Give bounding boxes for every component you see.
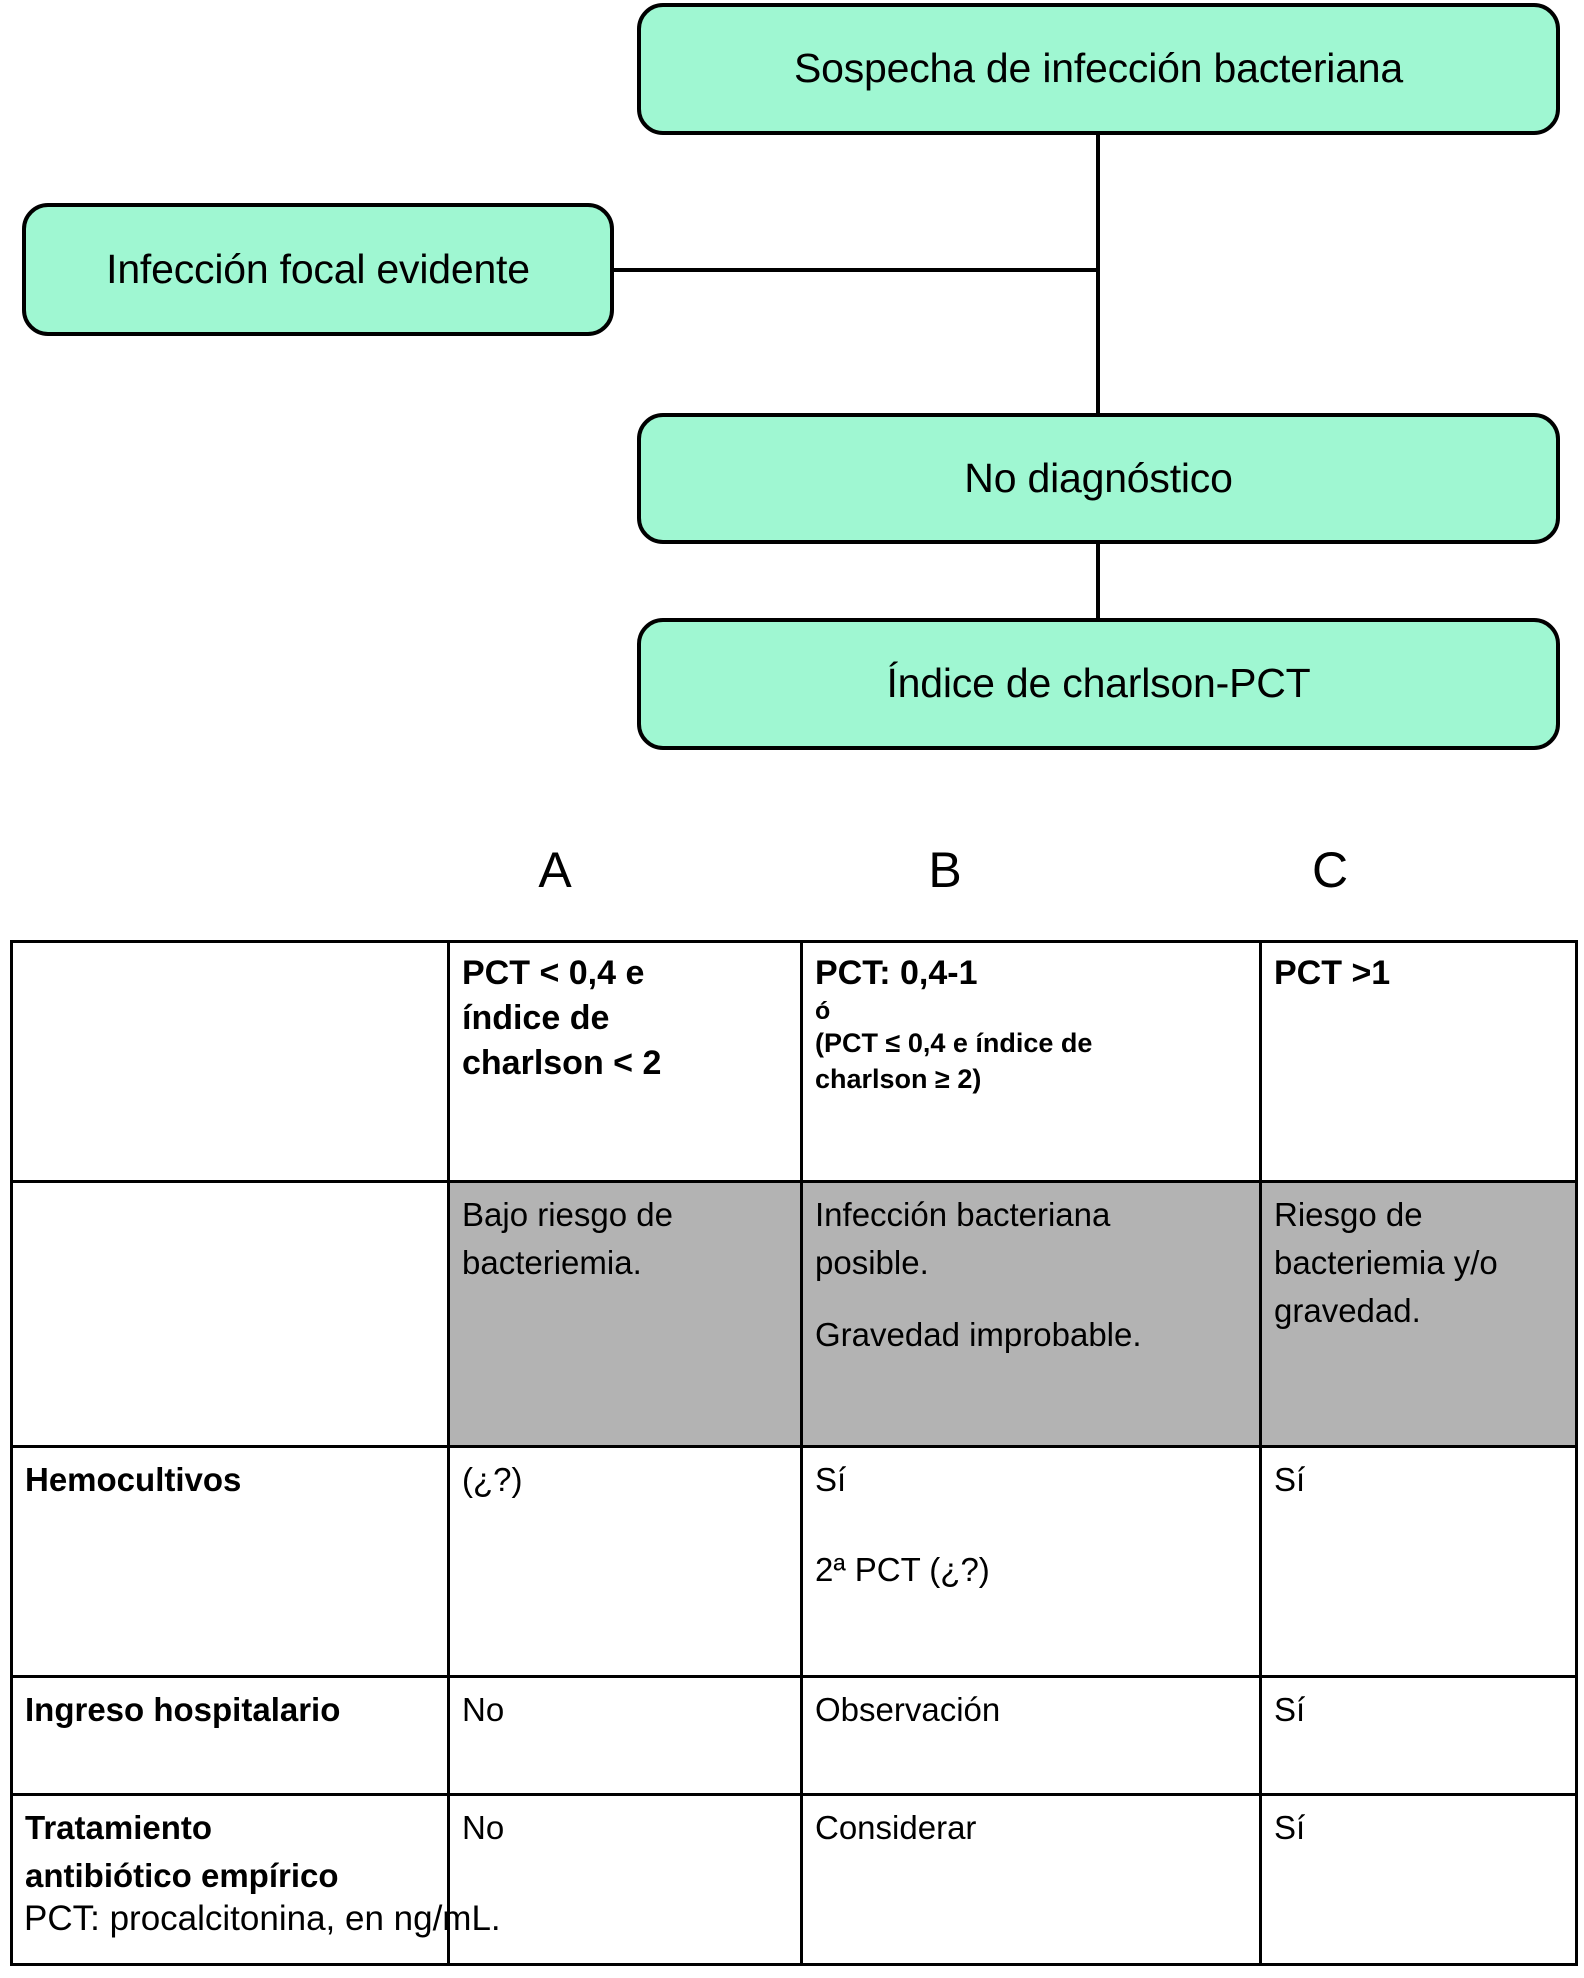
hemocultivos-value-c: Sí [1259,1445,1578,1678]
tratamiento-value-b: Considerar [800,1793,1262,1966]
row-label-ingreso-hospitalario: Ingreso hospitalario [10,1675,450,1796]
risk-c-line2: bacteriemia y/o [1274,1243,1498,1281]
row-label-hemocultivos: Hemocultivos [10,1445,450,1678]
ingreso-value-b: Observación [800,1675,1262,1796]
criteria-a-line1: PCT < 0,4 e [462,954,645,992]
table-row-criteria-header: PCT < 0,4 e índice de charlson < 2 PCT: … [10,940,1578,1183]
criteria-header-cell-b: PCT: 0,4-1 ó (PCT ≤ 0,4 e índice de char… [800,940,1262,1183]
criteria-c-line1: PCT >1 [1274,954,1391,992]
criteria-header-cell-a: PCT < 0,4 e índice de charlson < 2 [447,940,803,1183]
ingreso-value-c: Sí [1259,1675,1578,1796]
risk-row-blank-cell [10,1180,450,1448]
connector-trunk-to-infeccion-focal [612,268,1100,272]
flowchart-node-indice-charlson-pct: Índice de charlson-PCT [637,618,1560,750]
risk-b-spacer [815,1287,1249,1311]
table-row-ingreso-hospitalario: Ingreso hospitalario No Observación Sí [10,1675,1578,1796]
criteria-b-line3: (PCT ≤ 0,4 e índice de [815,1027,1093,1058]
risk-b-line2: posible. [815,1243,929,1281]
ingreso-value-a: No [447,1675,803,1796]
flowchart-node-label: Índice de charlson-PCT [886,660,1311,707]
criteria-b-line4: charlson ≥ 2) [815,1063,982,1094]
tratamiento-label-line1: Tratamiento [25,1809,213,1846]
hemocultivos-value-b: Sí 2ª PCT (¿?) [800,1445,1262,1678]
flowchart-node-infeccion-focal-evidente: Infección focal evidente [22,203,614,336]
row-label-tratamiento-antibiotico: Tratamiento antibiótico empírico [10,1793,450,1966]
risk-b-line1: Infección bacteriana [815,1196,1111,1233]
risk-c-line1: Riesgo de [1274,1196,1423,1233]
connector-nodiagnostico-to-indice [1096,543,1100,620]
tratamiento-label-line2: antibiótico empírico [25,1856,339,1894]
hemocultivos-b-line2: 2ª PCT (¿?) [815,1550,990,1588]
pct-charlson-criteria-table: PCT < 0,4 e índice de charlson < 2 PCT: … [10,940,1578,1966]
column-letter-c: C [1311,842,1349,898]
hemocultivos-b-line1: Sí [815,1461,847,1498]
flowchart-diagram: Sospecha de infección bacteriana Infecci… [0,0,1584,790]
table-row-tratamiento-antibiotico: Tratamiento antibiótico empírico No Cons… [10,1793,1578,1966]
flowchart-node-sospecha-infeccion-bacteriana: Sospecha de infección bacteriana [637,3,1560,135]
criteria-a-line3: charlson < 2 [462,1043,662,1082]
criteria-a-line2: índice de [462,998,610,1037]
tratamiento-value-c: Sí [1259,1793,1578,1966]
table-row-risk-assessment: Bajo riesgo de bacteriemia. Infección ba… [10,1180,1578,1448]
flowchart-node-label: Sospecha de infección bacteriana [793,45,1404,92]
criteria-b-line1: PCT: 0,4-1 [815,954,978,992]
criteria-b-line2: ó [815,996,831,1025]
risk-cell-b: Infección bacteriana posible. Gravedad i… [800,1180,1262,1448]
table-column-letters: A B C [0,845,1584,917]
risk-a-line2: bacteriemia. [462,1243,642,1281]
risk-c-line3: gravedad. [1274,1291,1421,1329]
table-footnote: PCT: procalcitonina, en ng/mL. [24,1899,501,1938]
risk-b-line3: Gravedad improbable. [815,1315,1142,1353]
column-letter-b: B [928,842,962,898]
column-letter-a: A [538,842,572,898]
flowchart-node-no-diagnostico: No diagnóstico [637,413,1560,544]
risk-cell-a: Bajo riesgo de bacteriemia. [447,1180,803,1448]
flowchart-node-label: No diagnóstico [964,454,1233,501]
table-row-hemocultivos: Hemocultivos (¿?) Sí 2ª PCT (¿?) Sí [10,1445,1578,1678]
hemocultivos-value-a: (¿?) [447,1445,803,1678]
connector-sospecha-to-nodiagnostico [1096,133,1100,415]
criteria-header-cell-c: PCT >1 [1259,940,1578,1183]
criteria-header-blank-cell [10,940,450,1183]
tratamiento-value-a: No [447,1793,803,1966]
risk-a-line1: Bajo riesgo de [462,1196,673,1233]
flowchart-node-label: Infección focal evidente [106,245,530,292]
risk-cell-c: Riesgo de bacteriemia y/o gravedad. [1259,1180,1578,1448]
